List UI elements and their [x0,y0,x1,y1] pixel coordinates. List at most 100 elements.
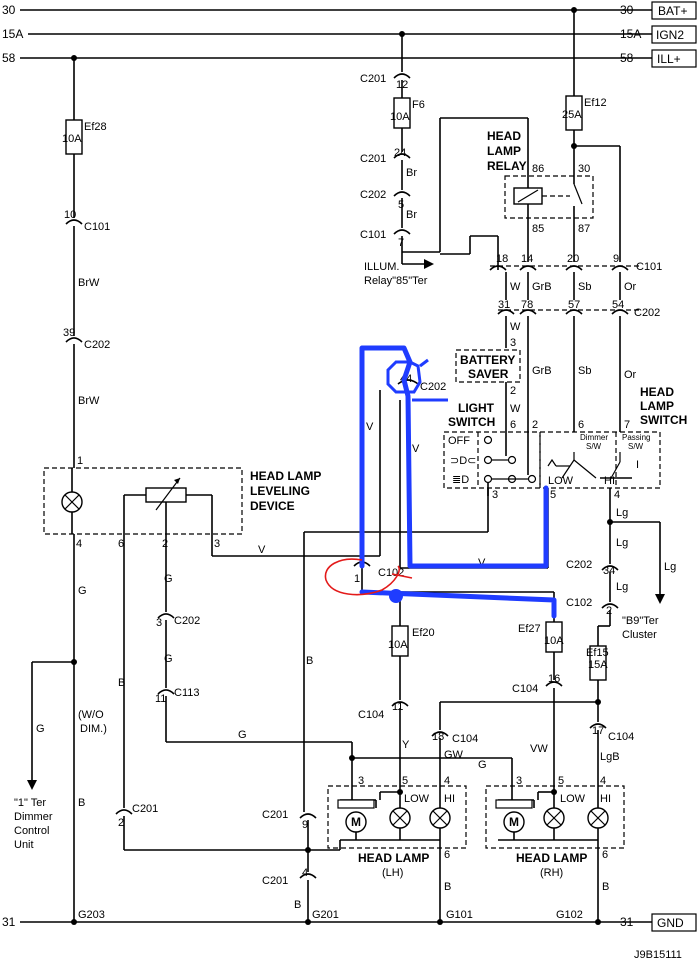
relay-line2: LAMP [487,144,521,158]
passing-label1: Passing [622,433,650,442]
dimmer-unit-line2: Dimmer [14,811,53,823]
c101-10-pin: 10 [64,209,76,221]
wire-v-1: V [258,544,266,556]
c202-5-name: C202 [360,189,386,201]
rail-15a: 15A 15A IGN2 [2,25,697,44]
leveling-line2: LEVELING [250,484,310,498]
c202-44-name: C202 [420,381,446,393]
relay-pin-87: 87 [578,223,590,235]
headlamp-lh: 3 5 4 M LOW HI 6 HEAD LAMP (LH) B G101 [327,775,473,925]
c201-2-pin: 2 [118,817,124,829]
saver-pin-3: 3 [510,337,516,349]
hl-switch-hi: HI [604,475,615,487]
wo-dim-line2: DIM.) [80,723,107,735]
leveling-line1: HEAD LAMP [250,469,321,483]
rh-pin-4: 4 [600,775,606,787]
relay-line3: RELAY [487,159,527,173]
diagram-code: J9B15111 [634,949,682,961]
dimmer-unit-line1: "1" Ter [14,797,46,809]
c104-11-pin: 11 [392,701,403,713]
c101-pin-20: 20 [567,253,579,265]
rail-31-tag: GND [657,916,684,930]
leveling-pin3-circuit: V [211,534,362,557]
wire-b-6: B [294,899,301,911]
rh-pin-3: 3 [516,775,522,787]
wire-lg-3: Lg [616,537,628,549]
wire-or-1: Or [624,281,637,293]
ef15-name: Ef15 [586,647,609,659]
c202-39-pin: 39 [63,327,75,339]
passing-label2: S/W [628,442,644,451]
rh-pin-5: 5 [558,775,564,787]
leveling-ground-circuit: G G "1" Ter Dimmer Control Unit (W/O DIM… [14,534,107,925]
c202-34-name: C202 [566,559,592,571]
c202-39-name: C202 [84,339,110,351]
wo-dim-line1: (W/O [78,709,104,721]
annotation-blue-trace [359,345,557,619]
light-switch-pin-2: 2 [532,419,538,431]
cluster-line1: "B9"Ter [622,615,659,627]
hi-beam-circuit: Lg Lg "B9"Ter Cluster Lg C202 34 Lg C102… [431,488,676,780]
rail-58: 58 58 ILL+ [2,49,697,68]
lh-pin-4: 4 [444,775,450,787]
saver-line2: SAVER [468,367,509,381]
c202-3-pin: 3 [156,617,162,629]
leveling-pin-1: 1 [77,455,83,467]
ground-g201: G201 [312,909,339,921]
light-switch-line2: SWITCH [448,415,495,429]
ef27-name: Ef27 [518,623,541,635]
c101-7-name: C101 [360,229,386,241]
wire-g-4: G [164,653,173,665]
c202-pin-31: 31 [498,299,510,311]
rh-pin-6: 6 [602,849,608,861]
wire-b-4: B [444,881,451,893]
leveling-pin6-circuit: B C201 2 [115,534,311,853]
dimmer-unit-line4: Unit [14,839,34,851]
c201-4-name: C201 [262,875,288,887]
relay-pin-85: 85 [532,223,544,235]
lh-line1: HEAD LAMP [358,851,429,865]
rail-30-right-label: 30 [620,3,634,17]
rail-30: 30 30 BAT+ [2,1,697,20]
wire-sb-2: Sb [578,365,591,377]
illum-line1: ILLUM. [364,261,399,273]
wire-g-5: G [238,729,247,741]
rail-31-right-label: 31 [620,915,634,929]
switch-feed-wires: GrB Sb Or HEAD LAMP SWITCH [527,316,687,432]
c101-7-pin: 7 [398,237,404,249]
rail-58-left-label: 58 [2,51,16,65]
lh-line2: (LH) [382,867,403,879]
c202-row-name: C202 [634,307,660,319]
c104-16-name: C104 [512,683,538,695]
wire-b-5: B [602,881,609,893]
ef28-name: Ef28 [84,121,107,133]
lh-motor-label: M [351,815,361,829]
wire-b-3: B [306,655,313,667]
c101-row-name: C101 [636,261,662,273]
wire-w-3: W [510,403,521,415]
c104-18-name: C104 [452,733,478,745]
headlight-icon: ≣D [452,474,469,486]
rh-motor-label: M [509,815,519,829]
hl-switch-pin-5: 5 [550,489,556,501]
dimmer-pivot-icon [547,458,557,467]
wire-w-2: W [510,321,521,333]
rh-low-label: LOW [560,793,586,805]
parking-light-icon: ⊃D⊂ [450,455,476,467]
headlamp-rh: 3 5 4 M LOW HI 6 HEAD LAMP (RH) B G102 [485,775,625,925]
lh-pin-5: 5 [402,775,408,787]
c201-2-name: C201 [132,803,158,815]
c101-c202-wires: W GrB Sb Or [505,272,637,300]
lh-hi-label: HI [444,793,455,805]
c202-row: 31 78 57 54 C202 [497,299,660,319]
relay-pin-30: 30 [578,163,590,175]
c202-pin-54: 54 [612,299,624,311]
c102-2-name: C102 [566,597,592,609]
wire-br-2: Br [406,209,417,221]
ef28-rating: 10A [62,133,82,145]
dimmer-label1: Dimmer [580,433,608,442]
potentiometer-icon [145,487,187,503]
annotation-node-dot [389,589,403,603]
wire-v-3: V [412,443,420,455]
ef15-rating: 15A [588,659,608,671]
